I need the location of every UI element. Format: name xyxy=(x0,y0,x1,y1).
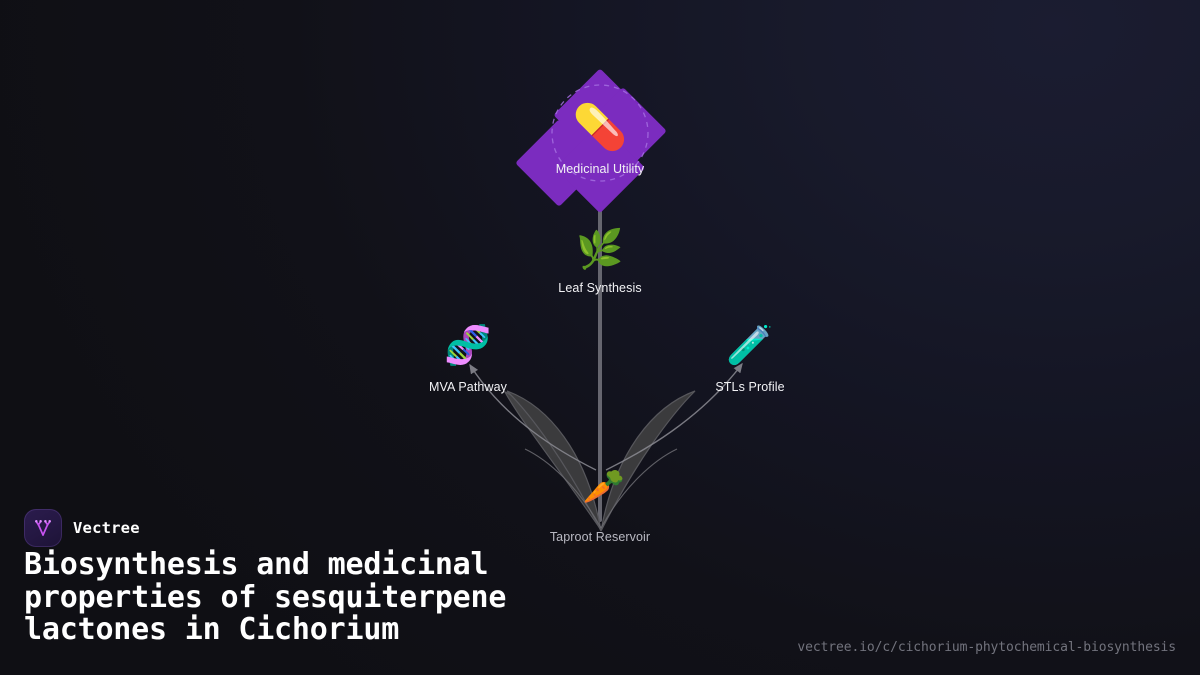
herb-icon: 🌿 xyxy=(576,227,624,271)
node-label-mva-pathway: MVA Pathway xyxy=(429,380,507,394)
brand-block: Vectree xyxy=(24,509,140,547)
vectree-logo-badge[interactable] xyxy=(24,509,62,547)
edge-taproot-to-stls xyxy=(605,362,743,471)
node-label-leaf-synthesis: Leaf Synthesis xyxy=(558,281,642,295)
pill-icon: 💊 xyxy=(572,102,628,153)
dna-icon: 🧬 xyxy=(444,323,492,367)
node-label-stls-profile: STLs Profile xyxy=(715,380,785,394)
flower-petals xyxy=(516,69,666,213)
taproot-blades xyxy=(503,390,696,532)
carrot-icon: 🥕 xyxy=(582,467,626,507)
edge-taproot-to-mva xyxy=(469,363,597,471)
node-label-medicinal-utility: Medicinal Utility xyxy=(555,162,645,176)
vectree-branch-logo-icon xyxy=(35,519,51,536)
flower-aura-circle xyxy=(551,84,649,182)
share-url: vectree.io/c/cichorium-phytochemical-bio… xyxy=(797,640,1176,655)
node-label-taproot-reservoir: Taproot Reservoir xyxy=(549,530,651,544)
test-tube-icon: 🧪 xyxy=(726,323,774,367)
page-title: Biosynthesis and medicinal properties of… xyxy=(24,547,507,647)
brand-name: Vectree xyxy=(73,519,140,537)
